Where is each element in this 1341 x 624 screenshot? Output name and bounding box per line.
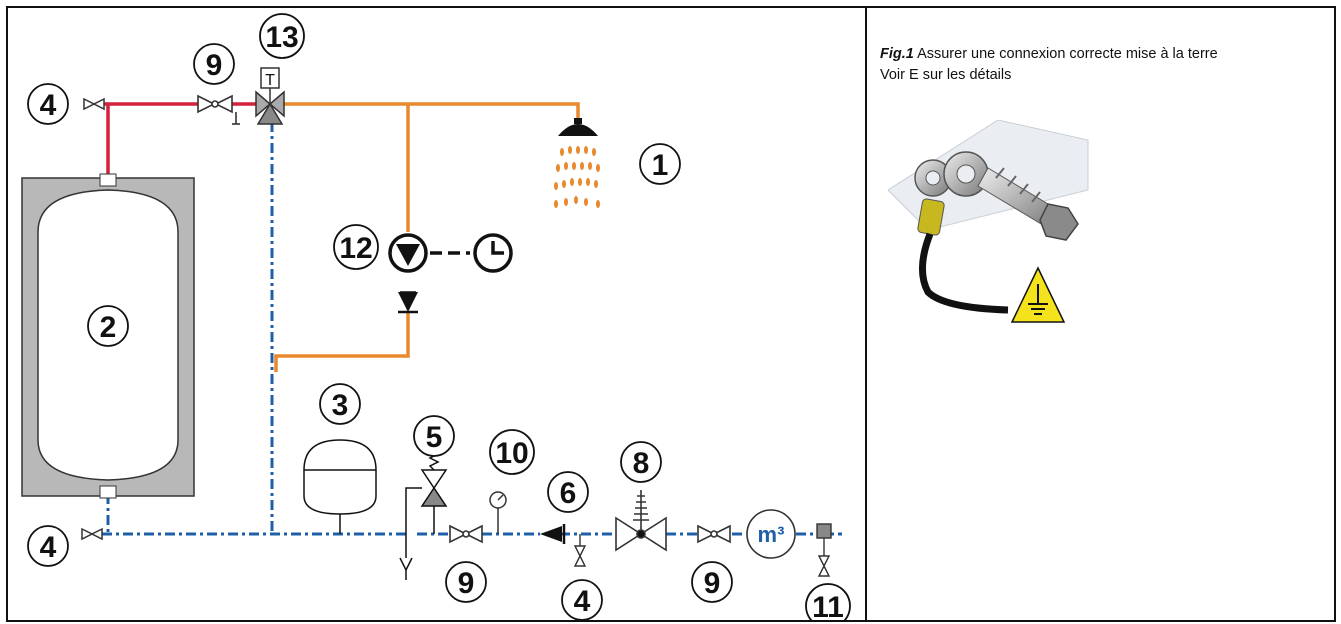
check-valve-pump <box>398 291 418 314</box>
callout-13: 13 <box>265 21 298 54</box>
outer-frame <box>6 6 1336 622</box>
meter-label: m³ <box>758 522 785 547</box>
callout-11: 11 <box>812 591 844 620</box>
mixed-water-pipe <box>274 102 580 372</box>
callout-circle-10 <box>489 429 535 475</box>
check-valve <box>540 524 566 544</box>
circulation-pump-icon <box>388 233 428 273</box>
callout-circle-4a <box>27 83 69 125</box>
plumbing-diagram: T <box>21 13 851 620</box>
column-divider <box>865 6 867 622</box>
hot-water-pipe <box>104 102 258 178</box>
stop-valve-bottom-left <box>449 524 483 544</box>
callout-circle-8 <box>620 441 662 483</box>
drain-valve-top <box>83 97 105 111</box>
callout-6: 6 <box>560 477 577 510</box>
callout-5: 5 <box>426 421 443 454</box>
callout-circle-11 <box>805 583 851 620</box>
shower-head-icon <box>554 118 600 208</box>
callout-circle-3 <box>319 383 361 425</box>
callout-circle-4c <box>561 579 603 620</box>
callout-4c: 4 <box>574 585 591 618</box>
callout-2: 2 <box>100 311 117 344</box>
callout-circle-9b <box>445 561 487 603</box>
callout-circle-13 <box>259 13 305 59</box>
callout-4b: 4 <box>40 531 57 564</box>
caption-line-2: Voir E sur les détails <box>880 67 1012 83</box>
callout-3: 3 <box>332 389 349 422</box>
water-meter: m³ <box>746 509 796 559</box>
cold-water-pipe <box>102 122 842 536</box>
caption-line-1: Assurer une connexion correcte mise à la… <box>913 46 1218 62</box>
callout-circle-1 <box>639 143 681 185</box>
safety-valve <box>399 449 448 580</box>
earth-ground-icon <box>1010 266 1066 323</box>
figure-label: Fig.1 <box>880 46 914 62</box>
pressure-reducer <box>615 490 667 552</box>
callout-9c: 9 <box>704 567 721 600</box>
clock-icon <box>473 233 513 273</box>
callout-circle-4b <box>27 525 69 567</box>
callout-9a: 9 <box>206 49 223 82</box>
callout-circle-12 <box>333 224 379 270</box>
thermostat-label: T <box>265 72 275 89</box>
filter <box>816 523 832 577</box>
callout-circle-9c <box>691 561 733 603</box>
drain-valve-bottom <box>81 527 103 541</box>
callout-circle-9a <box>193 43 235 85</box>
stop-valve-top <box>197 94 240 125</box>
expansion-vessel <box>303 439 377 534</box>
grounding-illustration <box>888 120 1089 323</box>
callout-12: 12 <box>339 232 372 265</box>
callout-circle-2 <box>87 305 129 347</box>
callout-9b: 9 <box>458 567 475 600</box>
pressure-gauge <box>489 491 507 534</box>
callout-8: 8 <box>633 447 650 480</box>
figure-caption: Fig.1 Assurer une connexion correcte mis… <box>880 44 1330 86</box>
callout-circle-6 <box>547 471 589 513</box>
drain-valve-mid <box>573 534 587 567</box>
ground-wire <box>919 232 1009 314</box>
bolt <box>977 167 1079 241</box>
thermostatic-mixing-valve <box>255 67 285 125</box>
callout-circle-5 <box>413 415 455 457</box>
callout-10: 10 <box>495 437 528 470</box>
callout-4a: 4 <box>40 89 57 122</box>
stop-valve-bottom-right <box>697 524 731 544</box>
callout-1: 1 <box>652 149 669 182</box>
